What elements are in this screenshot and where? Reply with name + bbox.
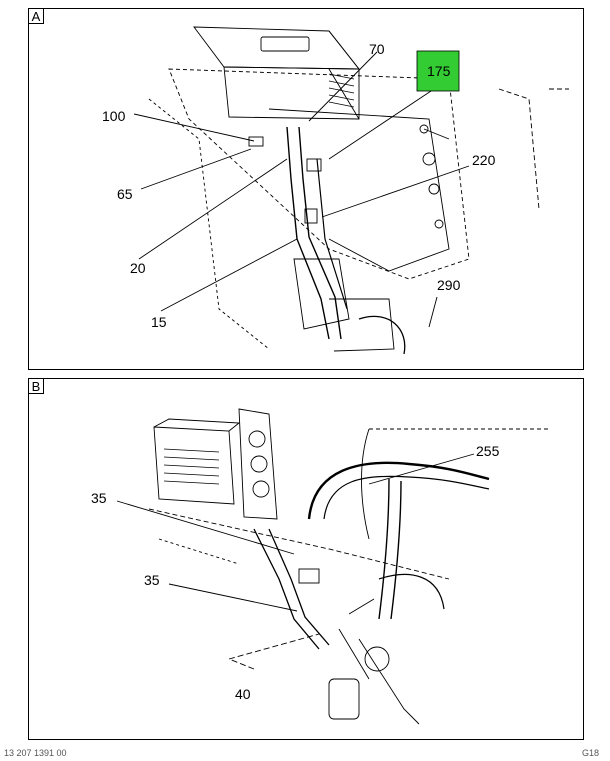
callout-35-upper: 35 <box>91 490 107 506</box>
callout-15: 15 <box>151 314 167 330</box>
callout-highlight-175 <box>416 50 460 92</box>
footer-sheet-code: G18 <box>582 748 600 758</box>
callout-220: 220 <box>472 152 496 168</box>
callout-255: 255 <box>476 443 500 459</box>
panel-a: A <box>28 8 584 370</box>
panel-b-drawing: 255 35 35 40 <box>91 408 549 725</box>
panel-a-drawing: 70 175 100 65 220 20 290 15 <box>102 26 569 355</box>
callout-100: 100 <box>102 108 126 124</box>
callout-290: 290 <box>437 277 461 293</box>
footer-doc-number: 13 207 1391 00 <box>4 748 67 758</box>
callout-175: 175 <box>427 63 451 79</box>
callout-35-lower: 35 <box>144 572 160 588</box>
panel-b-label: B <box>28 378 44 394</box>
callout-20: 20 <box>130 260 146 276</box>
callout-70: 70 <box>369 41 385 57</box>
panel-b: B <box>28 378 584 740</box>
callout-65: 65 <box>117 186 133 202</box>
callout-40: 40 <box>235 686 251 702</box>
panel-a-label: A <box>28 8 44 24</box>
